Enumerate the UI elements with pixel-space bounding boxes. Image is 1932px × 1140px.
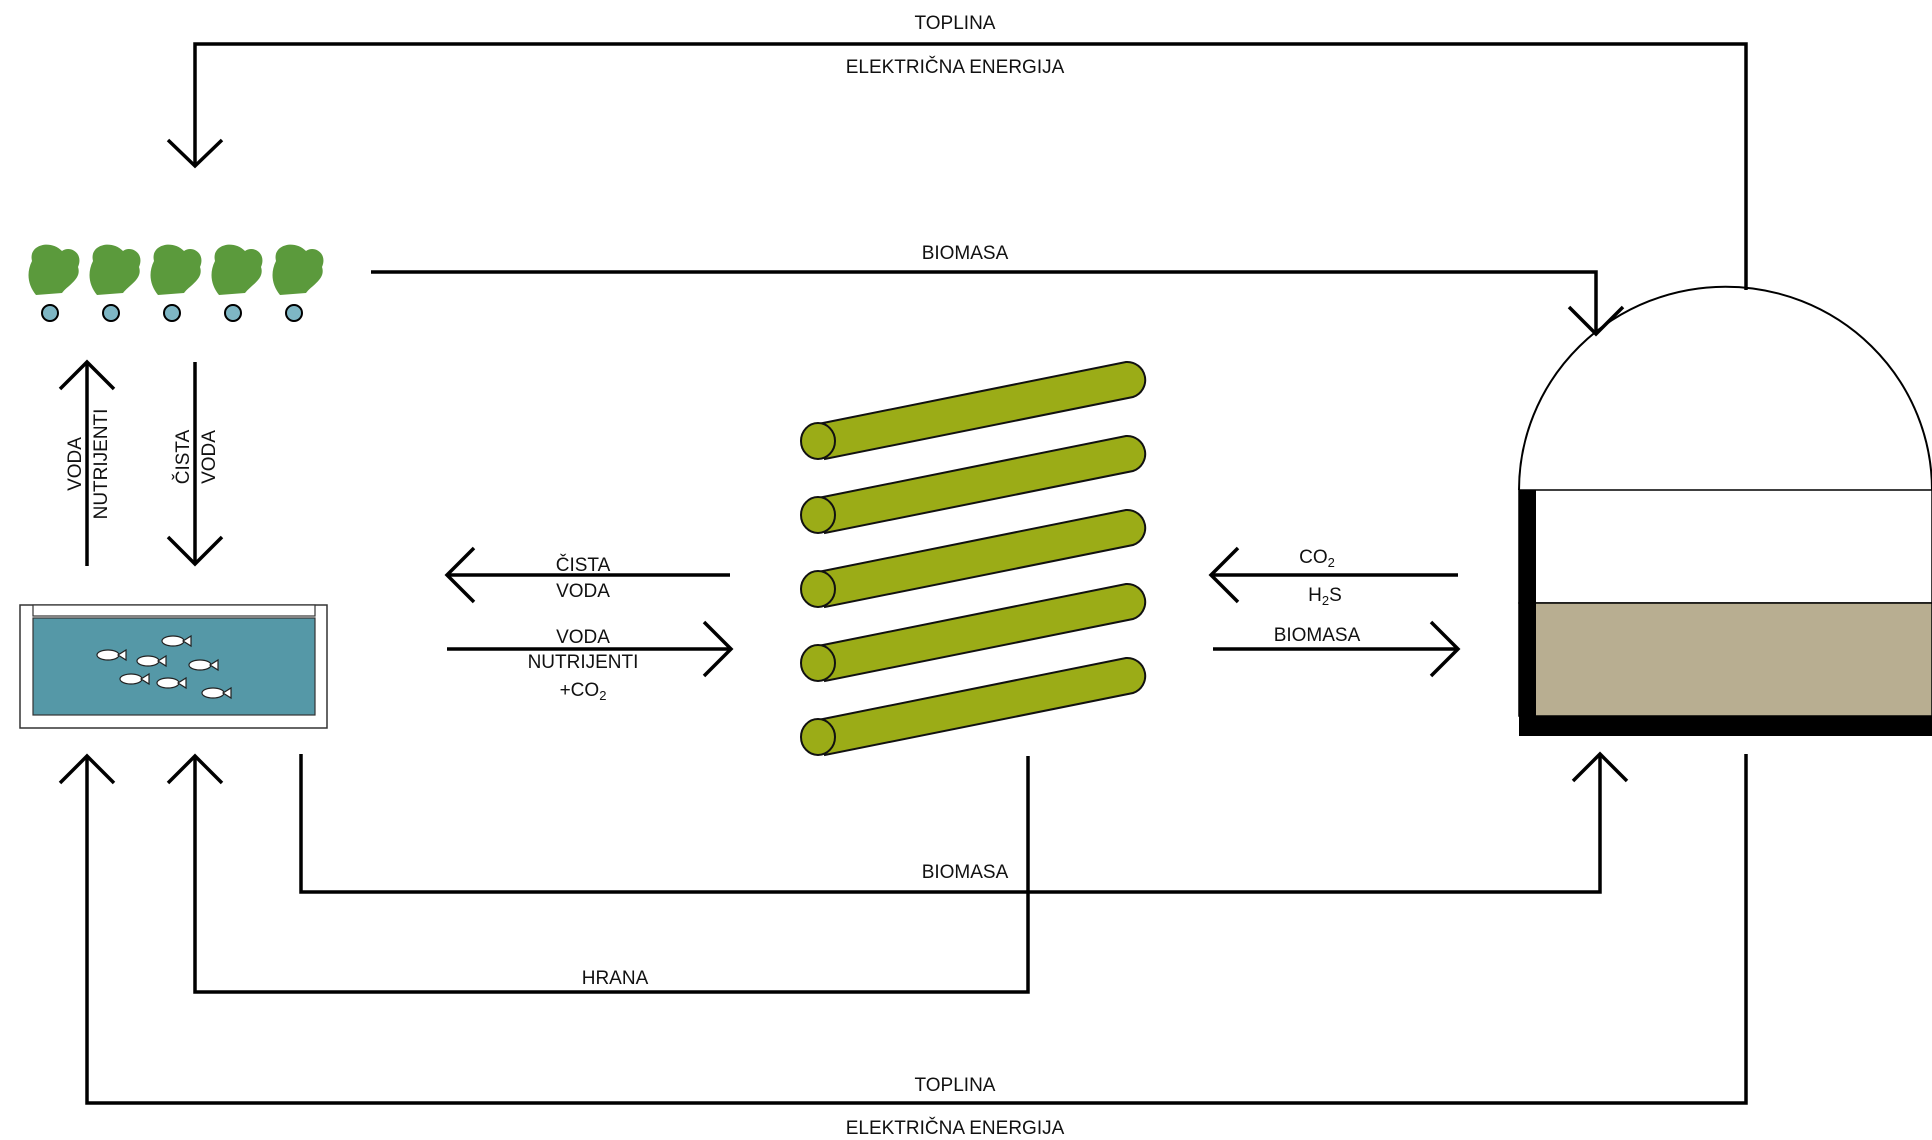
bottom-heat-label: TOPLINA [915,1075,996,1096]
plants-up-label-1: VODA [65,437,86,491]
plants-up-label-2: NUTRIJENTI [91,409,112,520]
gas-h2s-label: H2S [1308,585,1342,608]
plants-to-tank-flow: ČISTA VODA [166,362,224,567]
plant-icon [28,244,80,322]
gas-co2-label: CO2 [1299,547,1335,570]
top-heat-label: TOPLINA [915,13,996,34]
algae-food-to-tank-flow: HRANA [166,753,1030,994]
top-electric-label: ELEKTRIČNA ENERGIJA [846,56,1065,78]
biogas-digester-icon [1518,285,1932,736]
fish-icon [119,672,150,686]
top-energy-flow: TOPLINA ELEKTRIČNA ENERGIJA [166,13,1748,290]
fish-icon [161,634,192,648]
clean-water-label-1: ČISTA [556,554,611,576]
biomass-top-label: BIOMASA [922,243,1009,264]
tank-to-digester-biomass-flow: BIOMASA [299,751,1629,894]
plant-icon [272,244,324,322]
algae-tube-icon [800,582,1147,683]
plants-down-label-1: ČISTA [172,429,194,484]
algae-tube-icon [800,656,1147,757]
fish-icon [96,648,127,662]
photobioreactor [800,360,1147,757]
plant-icon [150,244,202,322]
biomass-bottom-label: BIOMASA [922,862,1009,883]
plant-icon [211,244,263,322]
biomass-right-label: BIOMASA [1274,625,1361,646]
algae-biomass-to-digester-flow: BIOMASA [1213,620,1461,678]
fish-icon [156,676,187,690]
plants-down-label-2: VODA [199,430,220,484]
fish-icon [136,654,167,668]
to-algae-label-2: NUTRIJENTI [528,652,639,673]
water-nutrients-co2-to-algae-flow: VODA NUTRIJENTI +CO2 [447,620,734,703]
algae-tube-icon [800,434,1147,535]
algae-tube-icon [800,360,1147,461]
clean-water-label-2: VODA [556,581,610,602]
gases-to-algae-flow: CO2 H2S [1208,546,1458,608]
clean-water-to-tank-flow: ČISTA VODA [444,546,730,604]
bottom-energy-flow: TOPLINA ELEKTRIČNA ENERGIJA [58,753,1748,1139]
fish-tank [19,604,328,729]
fish-icon [188,658,219,672]
tank-to-plants-flow: VODA NUTRIJENTI [58,359,116,566]
plant-icon [89,244,141,322]
bottom-electric-label: ELEKTRIČNA ENERGIJA [846,1117,1065,1139]
plants-group [28,244,324,322]
to-algae-label-3: +CO2 [560,680,607,703]
food-label: HRANA [582,968,649,989]
to-algae-label-1: VODA [556,627,610,648]
algae-tube-icon [800,508,1147,609]
plants-to-digester-biomass-flow: BIOMASA [371,243,1625,337]
fish-icon [201,686,232,700]
